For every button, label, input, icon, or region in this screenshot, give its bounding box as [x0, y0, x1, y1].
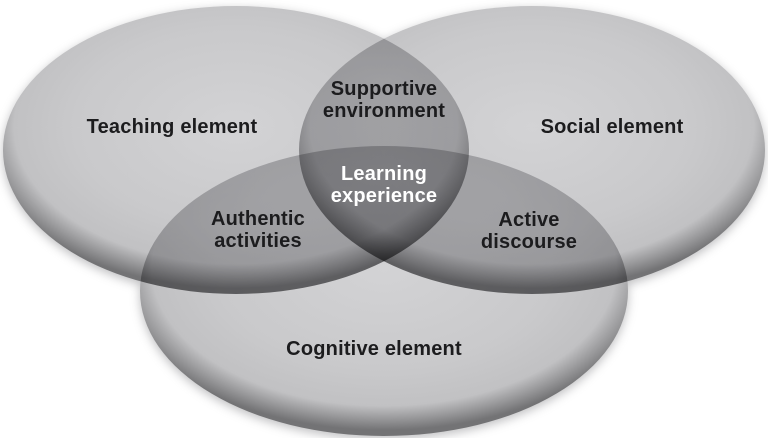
authentic-activities-label: Authentic activities: [210, 208, 306, 252]
ellipse-group: [3, 6, 765, 436]
cognitive-element-label: Cognitive element: [286, 338, 462, 360]
social-element-label: Social element: [540, 116, 684, 138]
active-discourse-label: Active discourse: [480, 209, 578, 253]
supportive-environment-label: Supportive environment: [322, 78, 446, 122]
learning-experience-label: Learning experience: [330, 163, 438, 207]
teaching-element-label: Teaching element: [86, 116, 258, 138]
cognitive-ellipse: [140, 146, 628, 436]
